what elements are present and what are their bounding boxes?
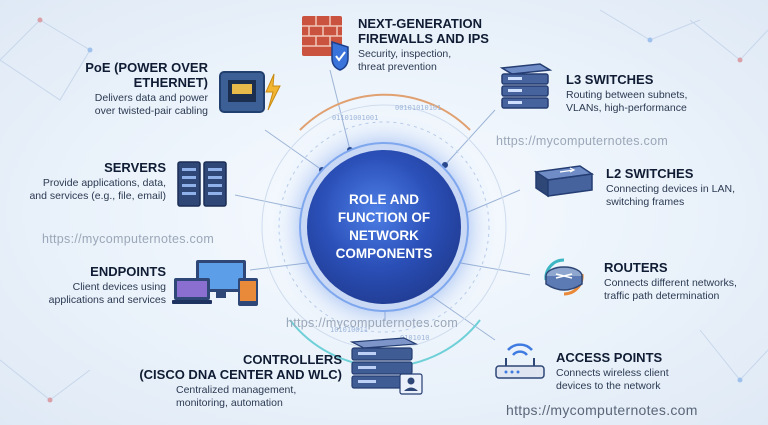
controllers-title: CONTROLLERS (CISCO DNA CENTER AND WLC) — [130, 352, 342, 382]
firewalls-desc: Security, inspection, threat prevention — [358, 48, 518, 74]
l2-switches-desc-2: switching frames — [606, 196, 685, 208]
hub-line-2: FUNCTION OF — [337, 210, 431, 225]
hub-line-1: ROLE AND — [349, 192, 419, 207]
access-points-desc-2: devices to the network — [556, 380, 661, 392]
l3-switches-desc-1: Routing between subnets, — [566, 89, 688, 101]
controllers-title-2: (CISCO DNA CENTER AND WLC) — [139, 367, 342, 382]
l2-switches-desc: Connecting devices in LAN, switching fra… — [606, 183, 764, 209]
servers-title: SERVERS — [104, 160, 166, 175]
poe-desc: Delivers data and power over twisted-pai… — [60, 92, 208, 118]
endpoints-title: ENDPOINTS — [90, 264, 166, 279]
routers-desc-2: traffic path determination — [604, 290, 720, 302]
endpoint-devices-icon — [172, 260, 258, 306]
firewalls-title-2: FIREWALLS AND IPS — [358, 31, 489, 46]
controllers-desc-2: monitoring, automation — [176, 397, 283, 409]
l3-switch-icon — [499, 63, 553, 109]
endpoints-label: ENDPOINTS Client devices using applicati… — [30, 264, 166, 307]
controller-server-icon — [349, 337, 423, 395]
poe-title-1: PoE (POWER OVER — [85, 60, 208, 75]
l3-switches-label: L3 SWITCHES Routing between subnets, VLA… — [566, 72, 756, 115]
poe-label: PoE (POWER OVER ETHERNET) Delivers data … — [60, 60, 208, 118]
controllers-label: CONTROLLERS (CISCO DNA CENTER AND WLC) C… — [130, 352, 342, 410]
firewalls-desc-2: threat prevention — [358, 61, 437, 73]
access-points-desc-1: Connects wireless client — [556, 367, 669, 379]
routers-desc-1: Connects different networks, — [604, 277, 737, 289]
servers-desc: Provide applications, data, and services… — [14, 177, 166, 203]
l3-switches-desc-2: VLANs, high-performance — [566, 102, 687, 114]
routers-label: ROUTERS Connects different networks, tra… — [604, 260, 764, 303]
controllers-desc: Centralized management, monitoring, auto… — [130, 384, 342, 410]
l2-switches-title: L2 SWITCHES — [606, 166, 694, 181]
firewalls-title: NEXT-GENERATION FIREWALLS AND IPS — [358, 16, 518, 46]
routers-desc: Connects different networks, traffic pat… — [604, 277, 764, 303]
servers-desc-2: and services (e.g., file, email) — [29, 190, 166, 202]
l3-switches-desc: Routing between subnets, VLANs, high-per… — [566, 89, 756, 115]
ethernet-port-icon — [219, 71, 281, 113]
access-point-icon — [495, 343, 545, 379]
endpoints-desc-1: Client devices using — [72, 281, 166, 293]
servers-label: SERVERS Provide applications, data, and … — [14, 160, 166, 203]
poe-title-2: ETHERNET) — [133, 75, 208, 90]
poe-title: PoE (POWER OVER ETHERNET) — [60, 60, 208, 90]
watermark-center: https://mycomputernotes.com — [286, 316, 459, 330]
firewalls-desc-1: Security, inspection, — [358, 48, 452, 60]
svg-text:00101010101: 00101010101 — [395, 104, 441, 112]
svg-text:01101001001: 01101001001 — [332, 114, 378, 122]
l2-switch-icon — [533, 165, 595, 198]
server-rack-icon — [177, 161, 227, 207]
l2-switches-label: L2 SWITCHES Connecting devices in LAN, s… — [606, 166, 764, 209]
poe-desc-2: over twisted-pair cabling — [94, 105, 208, 117]
hub-title: ROLE AND FUNCTION OF NETWORK COMPONENTS — [324, 191, 444, 263]
access-points-label: ACCESS POINTS Connects wireless client d… — [556, 350, 716, 393]
servers-desc-1: Provide applications, data, — [42, 177, 166, 189]
watermark-top-right: https://mycomputernotes.com — [496, 134, 669, 148]
controllers-desc-1: Centralized management, — [176, 384, 297, 396]
firewalls-title-1: NEXT-GENERATION — [358, 16, 482, 31]
l3-switches-title: L3 SWITCHES — [566, 72, 654, 87]
controllers-title-1: CONTROLLERS — [243, 352, 342, 367]
endpoints-desc: Client devices using applications and se… — [30, 281, 166, 307]
access-points-desc: Connects wireless client devices to the … — [556, 367, 716, 393]
svg-text:101010011: 101010011 — [330, 326, 368, 334]
hub-line-3: NETWORK — [349, 228, 419, 243]
hub-line-4: COMPONENTS — [335, 246, 433, 261]
l2-switches-desc-1: Connecting devices in LAN, — [606, 183, 735, 195]
watermark-bottom-right: https://mycomputernotes.com — [506, 402, 698, 418]
access-points-title: ACCESS POINTS — [556, 350, 663, 365]
firewall-icon — [302, 16, 349, 71]
firewalls-label: NEXT-GENERATION FIREWALLS AND IPS Securi… — [358, 16, 518, 74]
endpoints-desc-2: applications and services — [48, 294, 166, 306]
central-hub: ROLE AND FUNCTION OF NETWORK COMPONENTS — [307, 150, 461, 304]
svg-text:0101010: 0101010 — [400, 334, 430, 342]
watermark-left: https://mycomputernotes.com — [42, 232, 215, 246]
routers-title: ROUTERS — [604, 260, 668, 275]
poe-desc-1: Delivers data and power — [94, 92, 208, 104]
router-icon — [544, 258, 584, 296]
